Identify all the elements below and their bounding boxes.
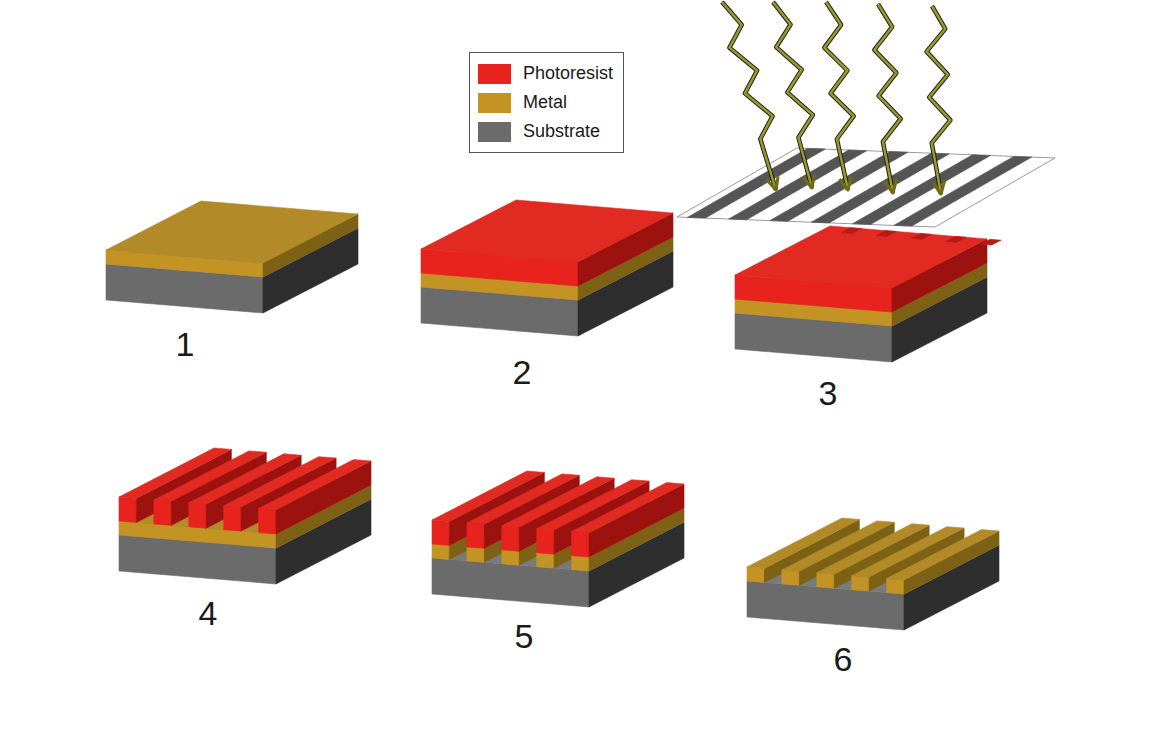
uv-ray-head <box>885 179 897 193</box>
legend-swatch <box>478 122 511 142</box>
step-number: 2 <box>513 355 532 389</box>
metal-layer-top <box>106 201 358 263</box>
uv-ray-outline <box>722 2 776 190</box>
uv-ray <box>874 4 900 193</box>
uv-ray <box>773 2 813 188</box>
uv-ray-head <box>803 174 815 188</box>
photoresist-line-front <box>467 523 484 548</box>
legend-entry: Metal <box>478 88 613 117</box>
uv-ray-outline <box>773 2 813 188</box>
step-number: 3 <box>819 376 838 410</box>
photoresist-line-front <box>189 503 206 528</box>
legend-label: Metal <box>523 92 567 113</box>
exposed-region <box>841 228 862 234</box>
photoresist-line-front <box>537 529 554 554</box>
uv-ray-outline <box>824 2 853 190</box>
uv-ray-outline <box>874 4 900 193</box>
legend-entry: Photoresist <box>478 59 613 88</box>
metal-line-front <box>467 547 484 562</box>
photoresist-line-front <box>432 520 449 545</box>
metal-line-front <box>432 544 449 559</box>
exposed-region <box>946 236 966 242</box>
legend-box: PhotoresistMetalSubstrate <box>469 52 624 153</box>
uv-ray-head <box>839 176 851 190</box>
metal-line-front <box>502 550 519 565</box>
exposed-region <box>876 231 897 237</box>
photomask <box>677 148 1055 227</box>
photoresist-line-front <box>119 497 136 522</box>
metal-line-front <box>887 579 904 594</box>
legend-entry: Substrate <box>478 117 613 146</box>
uv-ray-head <box>766 176 778 190</box>
step-number: 6 <box>834 642 853 676</box>
photoresist-line-front <box>502 526 519 551</box>
photoresist-line-front <box>224 506 241 531</box>
legend-label: Substrate <box>523 121 600 142</box>
photoresist-layer-top <box>735 226 987 288</box>
photoresist-line-front <box>259 509 276 534</box>
metal-line-front <box>572 556 589 571</box>
uv-ray-head <box>933 181 945 194</box>
metal-line-front <box>852 576 869 591</box>
photoresist-layer-top <box>421 200 673 262</box>
step-number: 4 <box>199 596 218 630</box>
mask-opaque-stripe <box>894 156 1032 226</box>
metal-line-front <box>817 573 834 588</box>
uv-ray <box>722 2 776 190</box>
metal-line-front <box>537 553 554 568</box>
exposed-region <box>911 234 932 240</box>
metal-line-front <box>747 567 764 582</box>
metal-line-top <box>887 530 999 580</box>
uv-ray <box>927 6 951 194</box>
uv-ray <box>824 2 853 190</box>
photoresist-line-top <box>572 483 684 533</box>
legend-label: Photoresist <box>523 63 613 84</box>
metal-line-front <box>782 570 799 585</box>
step-number: 5 <box>515 619 534 653</box>
photoresist-line-front <box>572 532 589 557</box>
legend-swatch <box>478 64 511 84</box>
photoresist-line-front <box>154 500 171 525</box>
step-number: 1 <box>176 327 195 361</box>
exposed-region <box>981 239 1002 245</box>
photoresist-line-top <box>259 460 371 510</box>
uv-ray-outline <box>927 6 951 194</box>
legend-swatch <box>478 93 511 113</box>
